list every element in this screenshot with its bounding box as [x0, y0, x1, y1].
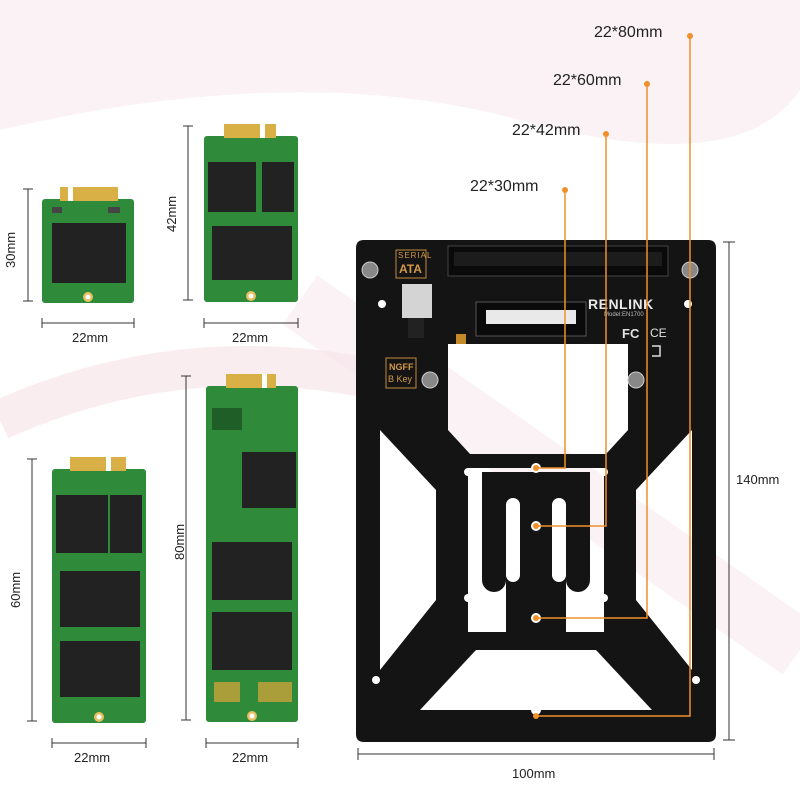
dim-line-length-card-1 [23, 188, 33, 302]
callout-22x60: 22*60mm [553, 72, 622, 89]
m2-card-2260 [52, 457, 146, 723]
dim-line-width-card-2 [203, 318, 299, 328]
m2-card-2230 [42, 187, 134, 303]
callout-22x30: 22*30mm [470, 178, 539, 195]
card-4-width-label: 22mm [232, 750, 269, 765]
bracket-height-label: 140mm [736, 472, 780, 487]
model-label: Model:EN1700 [604, 312, 644, 318]
card-3-width-label: 22mm [74, 750, 111, 765]
dim-line-width-card-4 [205, 738, 299, 748]
dim-line-width-card-1 [41, 318, 135, 328]
m2-card-2242 [204, 124, 298, 302]
sata-adapter-bracket [356, 240, 716, 742]
fc-mark: FC [622, 326, 640, 341]
ce-mark: CE [650, 326, 667, 340]
dim-line-length-card-3 [27, 458, 37, 722]
m2-card-2280 [206, 374, 298, 722]
brand-logo-text: RENLINK [588, 296, 654, 312]
callout-22x80: 22*80mm [594, 24, 663, 41]
dim-line-length-card-4 [181, 375, 191, 721]
ata-label: ATA [399, 262, 422, 276]
dim-line-length-card-2 [183, 125, 193, 301]
callout-22x42: 22*42mm [512, 122, 581, 139]
serial-label: SERIAL [398, 251, 433, 260]
dim-line-height-bracket [723, 241, 735, 741]
bracket-width-label: 100mm [512, 766, 556, 781]
ngff-label: NGFF [389, 362, 414, 372]
card-1-width-label: 22mm [72, 330, 109, 345]
dim-line-width-card-3 [51, 738, 147, 748]
card-2-width-label: 22mm [232, 330, 269, 345]
bkey-label: B Key [388, 374, 413, 384]
dim-line-width-bracket [357, 748, 715, 760]
